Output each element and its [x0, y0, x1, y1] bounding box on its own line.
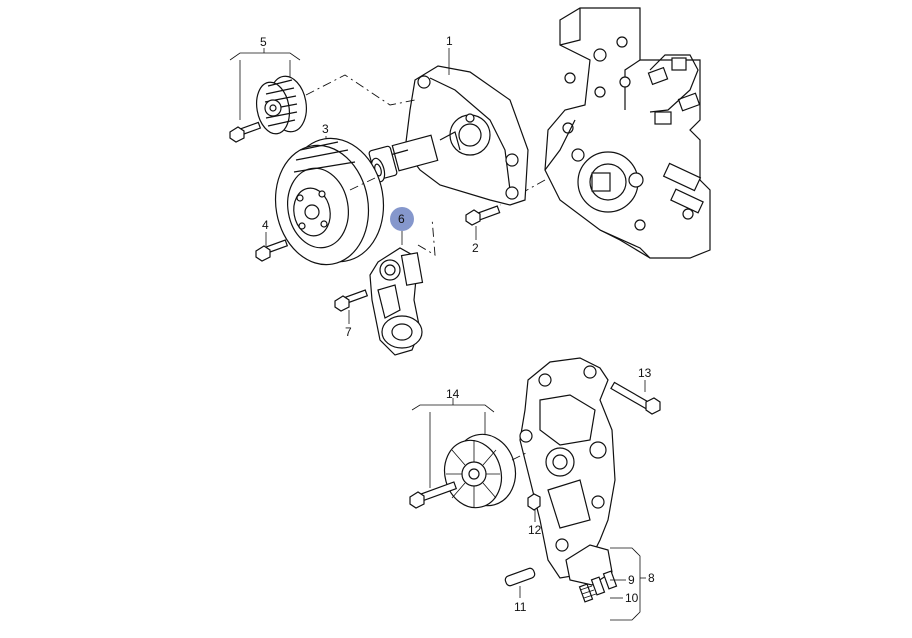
callout-2[interactable]: 2 [472, 241, 479, 255]
callout-8[interactable]: 8 [648, 571, 655, 585]
alignment-line [305, 74, 416, 106]
bolt-7[interactable] [334, 289, 369, 312]
bolt-4[interactable] [255, 239, 289, 262]
callout-4[interactable]: 4 [262, 218, 269, 232]
callout-11[interactable]: 11 [514, 600, 527, 614]
callout-14[interactable]: 14 [446, 387, 460, 401]
callout-6[interactable]: 6 [398, 212, 405, 226]
idler-pulley-5[interactable] [253, 73, 311, 136]
callout-10[interactable]: 10 [625, 591, 639, 605]
callout-3[interactable]: 3 [322, 122, 329, 136]
callout-5[interactable]: 5 [260, 35, 267, 49]
idler-pulley-14[interactable] [437, 427, 523, 514]
callout-6-highlight[interactable] [390, 207, 414, 231]
callout-1[interactable]: 1 [446, 34, 453, 48]
callout-9[interactable]: 9 [628, 573, 635, 587]
bolt-5[interactable] [229, 121, 262, 143]
belt-tensioner[interactable] [369, 247, 424, 356]
callout-7[interactable]: 7 [345, 325, 352, 339]
alignment-line [511, 451, 529, 461]
alignment-line [349, 177, 376, 191]
dowel-11[interactable] [504, 567, 536, 587]
water-pump[interactable] [368, 65, 529, 206]
bolt-13[interactable] [610, 381, 661, 415]
nut-12[interactable] [527, 493, 541, 511]
engine-block [544, 7, 711, 259]
accessory-bracket[interactable] [519, 357, 616, 579]
studs-10[interactable] [565, 544, 618, 603]
bolt-14[interactable] [409, 481, 458, 509]
crankshaft-pulley[interactable] [266, 131, 393, 272]
bolt-2[interactable] [465, 205, 501, 226]
callout-13[interactable]: 13 [638, 366, 652, 380]
callout-12[interactable]: 12 [528, 523, 542, 537]
alignment-line [417, 217, 436, 256]
